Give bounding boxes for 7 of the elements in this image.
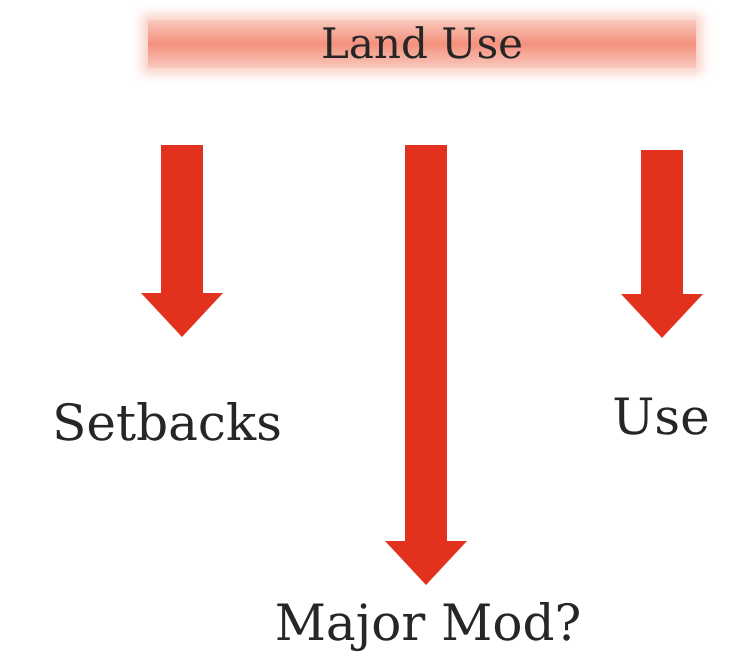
node-label: Setbacks	[52, 398, 282, 448]
block-arrow	[621, 150, 703, 338]
heading-text: Land Use	[320, 23, 524, 65]
block-arrow	[385, 145, 467, 585]
heading-band	[148, 20, 696, 68]
node-label: Use	[612, 392, 710, 442]
block-arrow	[141, 145, 223, 337]
